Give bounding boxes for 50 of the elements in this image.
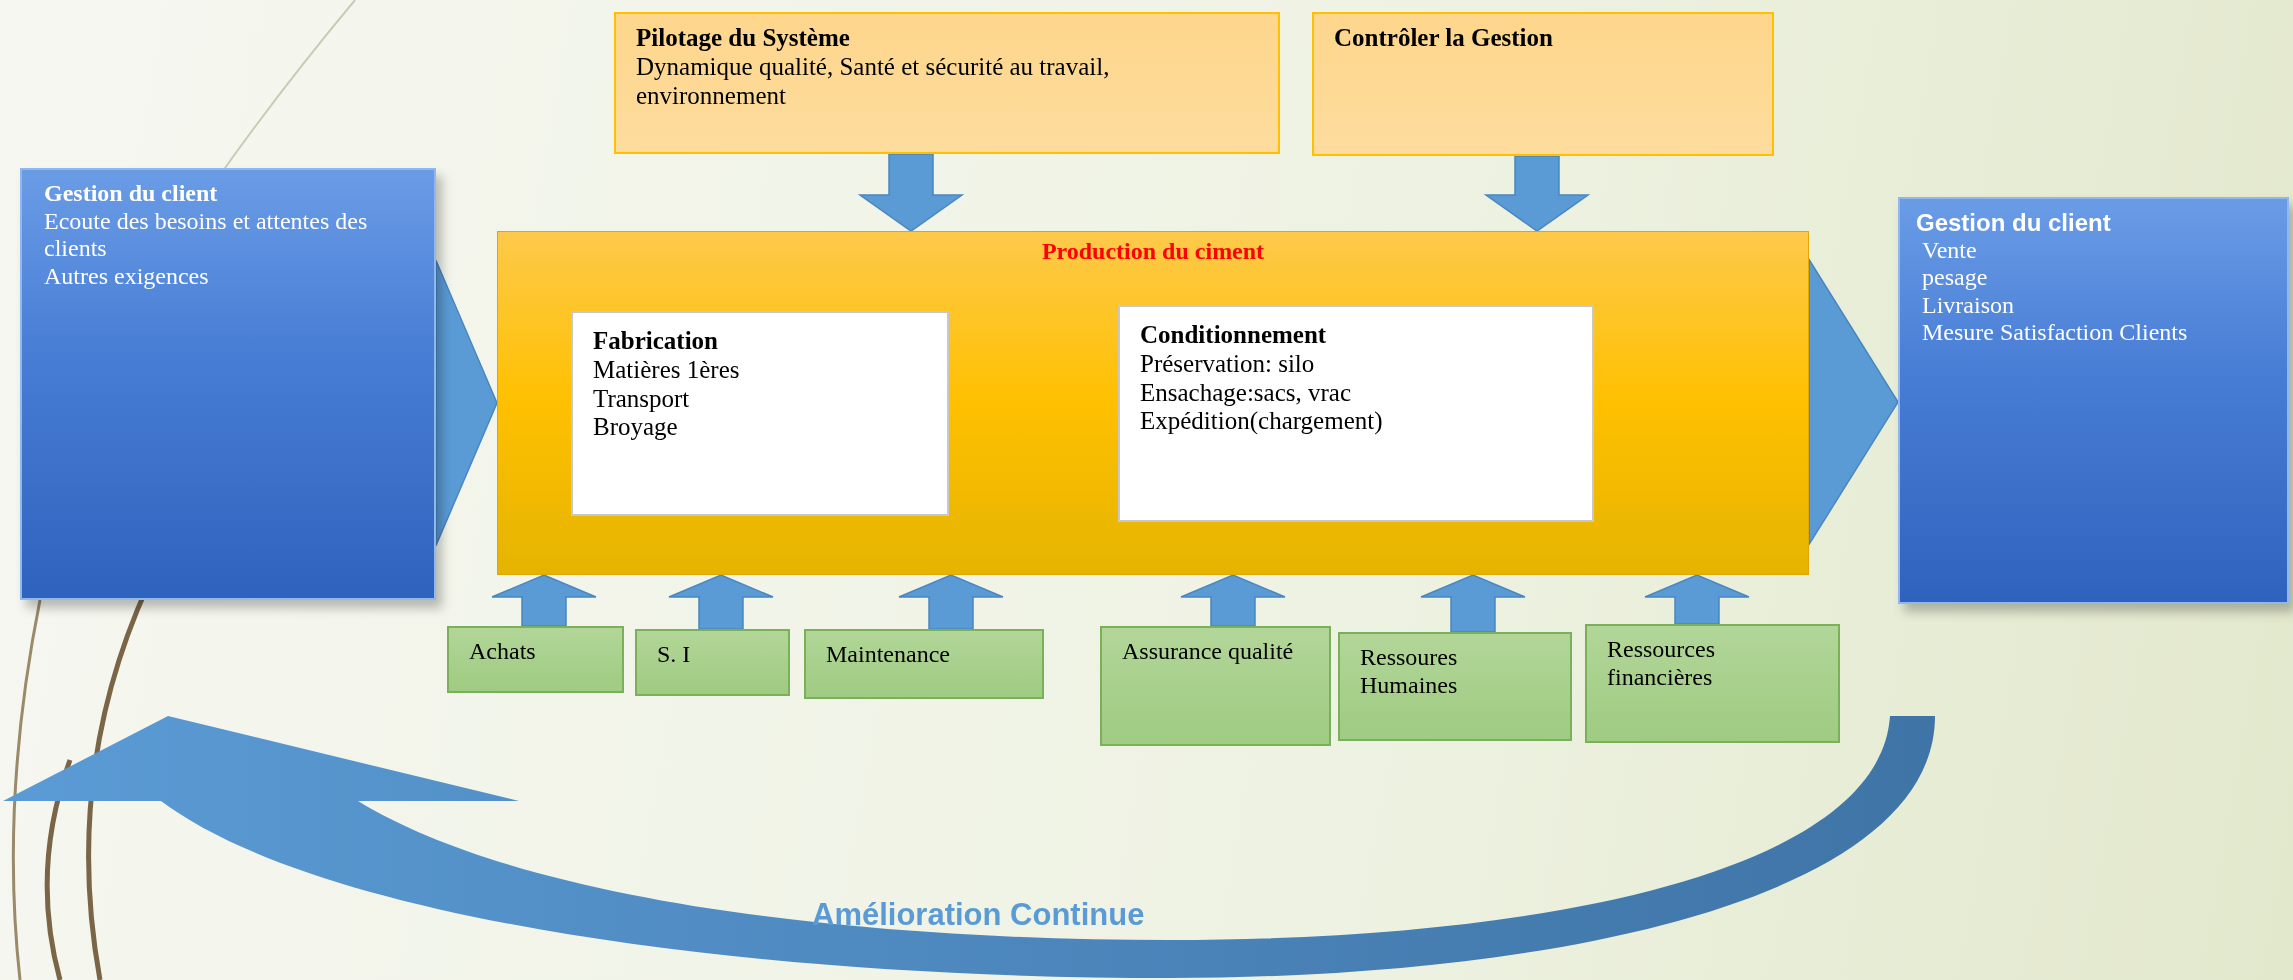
box-text: Achats	[469, 638, 537, 666]
support-box	[804, 629, 1044, 699]
process-box	[1312, 12, 1774, 156]
process-box	[1898, 197, 2289, 604]
box-text: Assurance qualité	[1122, 638, 1295, 666]
box-heading: Contrôler la Gestion	[1334, 24, 1554, 53]
box-text: Préservation: silo	[1140, 349, 1316, 379]
support-box	[1100, 626, 1331, 746]
process-area	[497, 231, 1809, 575]
box-heading: Conditionnement	[1140, 321, 1328, 350]
box-heading: Fabrication	[593, 327, 719, 356]
block-arrow	[1483, 155, 1591, 232]
box-text: Ensachage:sacs, vrac	[1140, 378, 1352, 408]
process-box	[571, 311, 949, 516]
cycle-label: Amélioration Continue	[812, 897, 1145, 933]
box-text: Maintenance	[826, 641, 951, 669]
box-text: Autres exigences	[44, 262, 210, 291]
block-arrow	[1180, 574, 1286, 627]
box-text: Matières 1ères	[593, 355, 741, 385]
block-arrow	[1644, 574, 1750, 625]
box-text: Dynamique qualité, Santé et sécurité au travail, environnement	[636, 52, 1111, 111]
block-arrow	[491, 574, 597, 627]
block-arrow	[898, 574, 1004, 630]
block-arrow	[435, 259, 498, 547]
box-text: Livraison	[1922, 291, 2015, 320]
box-text: Transport	[593, 384, 691, 414]
box-text: Ecoute des besoins et attentes des clients	[44, 207, 369, 263]
box-heading: Production du ciment	[1040, 238, 1266, 266]
support-box	[1585, 624, 1840, 743]
block-arrow	[1420, 574, 1526, 633]
support-box	[1338, 632, 1572, 741]
support-box	[447, 626, 624, 693]
box-text: S. I	[657, 641, 692, 669]
box-text: Ressources financières	[1607, 636, 1716, 692]
process-box	[614, 12, 1280, 154]
block-arrow	[1808, 258, 1899, 546]
box-text: Ressoures Humaines	[1360, 644, 1459, 700]
box-heading: Gestion du client	[44, 180, 219, 208]
box-text: pesage	[1922, 264, 1989, 292]
support-box	[635, 629, 790, 696]
process-box	[20, 168, 436, 600]
box-text: Vente	[1922, 236, 1978, 265]
box-text: Expédition(chargement)	[1140, 407, 1384, 436]
box-heading: Gestion du client	[1916, 209, 2112, 237]
box-heading: Pilotage du Système	[636, 24, 851, 53]
box-text: Mesure Satisfaction Clients	[1922, 319, 2189, 347]
block-arrow	[668, 574, 774, 630]
block-arrow	[857, 153, 965, 232]
box-text: Broyage	[593, 413, 679, 442]
process-box	[1118, 305, 1594, 522]
